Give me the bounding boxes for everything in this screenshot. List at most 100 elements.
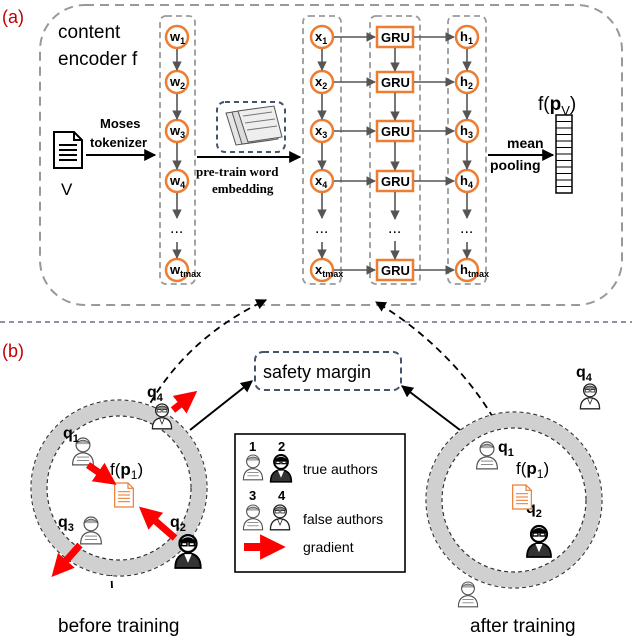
gru-label: GRU: [381, 75, 410, 90]
gradient-arrow-q1: [86, 462, 117, 485]
w-nodes: w1 w2 w3 w4... wtmax: [164, 24, 201, 283]
before-q2-label: q2: [170, 514, 186, 534]
w-node-4: [164, 168, 190, 194]
gru-box-1: [375, 25, 415, 49]
after-training-caption: after training: [470, 616, 576, 637]
embedding-box: [216, 101, 286, 153]
h-node-4: [454, 168, 480, 194]
encoder-title-line2: encoder f: [58, 49, 138, 70]
legend-gradient: gradient: [303, 539, 354, 555]
gru-box-4: [375, 169, 415, 193]
embedding-label-line2: embedding: [212, 181, 274, 196]
gradient-arrow-q4: [170, 390, 198, 414]
legend-number-3: 3: [249, 488, 256, 503]
legend-number-4: 4: [278, 488, 286, 503]
after-q1-label: q1: [498, 439, 514, 459]
mean-label-line2: pooling: [490, 157, 541, 173]
legend-number-2: 2: [278, 439, 285, 454]
gru-label: GRU: [381, 263, 410, 278]
x-node-3: [309, 118, 335, 144]
gru-ellipsis: ...: [388, 220, 401, 237]
x-node-label: x3: [315, 123, 327, 140]
w-node-3: [164, 118, 190, 144]
w-node-6: [164, 257, 190, 283]
encoder-title-line1: content: [58, 22, 121, 43]
after-f-label: f(p1): [516, 459, 549, 481]
panel-a-label: (a): [2, 7, 24, 27]
gru-column: [369, 15, 421, 285]
x-node-4: [309, 168, 335, 194]
h-node-2: [454, 69, 480, 95]
document-icon: [512, 484, 532, 510]
tokenizer-label-line2: tokenizer: [90, 135, 147, 150]
x-ellipsis: ...: [315, 220, 328, 237]
after-ring-to-margin-arrow: [401, 385, 461, 431]
tokenizer-label-line1: Moses: [100, 116, 140, 131]
after-ring-band: [426, 412, 602, 588]
legend-true-authors: true authors: [303, 461, 378, 477]
document-label: V: [61, 180, 73, 199]
w-node-label: w1: [169, 29, 185, 46]
h-nodes: h1 h2 h3 h4... htmax: [454, 24, 489, 283]
before-training-caption: before training: [58, 616, 179, 637]
before-q3-label: q3: [58, 514, 74, 534]
x-node-6: [309, 257, 335, 283]
gradient-arrow-q3: [51, 542, 83, 578]
safety-margin-box: [254, 351, 402, 391]
h-node-label: htmax: [460, 262, 489, 279]
author-icon: [579, 383, 601, 410]
author-icon: [457, 581, 479, 608]
after-ring-outer: [425, 411, 603, 589]
h-node-label: h1: [460, 29, 473, 46]
embedding-stack-icon: [225, 105, 283, 146]
x-node-label: x1: [315, 29, 327, 46]
h-ellipsis: ...: [460, 220, 473, 237]
gru-box-6: [375, 258, 415, 282]
w-column: [159, 15, 196, 285]
h-node-label: h2: [460, 74, 473, 91]
gru-box-2: [375, 70, 415, 94]
w-node-label: w4: [169, 173, 185, 190]
before-ring-outer: [30, 399, 208, 577]
x-column: [302, 15, 342, 285]
h-node-label: h4: [460, 173, 473, 190]
document-icon: [53, 130, 83, 170]
gru-label: GRU: [381, 124, 410, 139]
after-q4-label: q4: [576, 364, 593, 384]
before-f-label: f(p1): [110, 460, 143, 482]
before-ring-to-margin-arrow: [189, 380, 253, 431]
mean-pooling-vector-icon: [555, 114, 573, 194]
h-node-6: [454, 257, 480, 283]
x-node-label: x4: [315, 173, 327, 190]
w-ellipsis: ...: [170, 220, 183, 237]
w-node-label: w3: [169, 123, 185, 140]
before-q1-label: q1: [63, 425, 79, 445]
gradient-arrow-q2: [138, 506, 178, 541]
before-ring-band: [31, 400, 207, 576]
mean-label-line1: mean: [507, 135, 544, 151]
x-node-2: [309, 69, 335, 95]
x-node-label: x2: [315, 74, 327, 91]
document-icon: [114, 482, 134, 508]
content-encoder-boundary: [39, 4, 623, 306]
before-q4-label: q4: [147, 384, 164, 404]
w-node-1: [164, 24, 190, 50]
panel-b-label: (b): [2, 341, 24, 361]
gru-label: GRU: [381, 174, 410, 189]
legend-number-1: 1: [249, 439, 256, 454]
output-label: f(pV): [538, 94, 576, 118]
connections: [172, 32, 472, 275]
w-node-label: w2: [169, 74, 185, 91]
x-node-label: xtmax: [315, 262, 343, 279]
h-node-label: h3: [460, 123, 473, 140]
h-column: [447, 15, 487, 285]
h-node-1: [454, 24, 480, 50]
w-node-2: [164, 69, 190, 95]
safety-margin-label: safety margin: [263, 362, 371, 382]
x-node-1: [309, 24, 335, 50]
x-nodes: x1 x2 x3 x4... xtmax: [309, 24, 343, 283]
gru-box-3: [375, 119, 415, 143]
w-node-label: wtmax: [169, 262, 201, 279]
